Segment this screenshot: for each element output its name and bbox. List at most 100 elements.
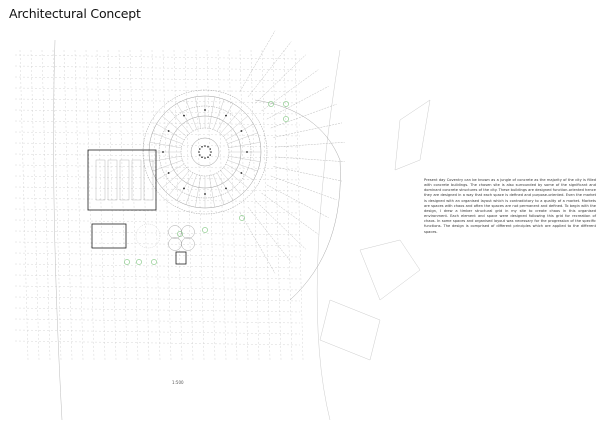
fan-stall-line [255, 200, 306, 250]
grid-line [250, 49, 260, 361]
column [162, 151, 164, 153]
column [210, 151, 212, 153]
grid-line [107, 49, 117, 361]
column [209, 154, 211, 156]
grid-line [129, 49, 139, 361]
concept-description: Present day Coventry can be known as a j… [424, 178, 596, 234]
stall-divider [213, 174, 225, 205]
grid-line [74, 49, 84, 361]
stall-divider [168, 108, 190, 134]
market-ring [180, 127, 230, 177]
grid-line [118, 49, 128, 361]
tree-icon [151, 259, 157, 265]
stall-divider [228, 142, 261, 149]
grid-line [19, 49, 29, 361]
grid-line [173, 49, 183, 361]
stall-divider [225, 163, 254, 181]
grid-line [63, 49, 73, 361]
sheet-title: Architectural Concept [9, 6, 141, 21]
fan-stall-line [273, 166, 342, 182]
grid-line [14, 329, 301, 335]
interior-room [143, 159, 154, 201]
stall-divider [185, 99, 197, 130]
column [199, 154, 201, 156]
grid-line [14, 120, 301, 126]
column [225, 114, 227, 117]
column [183, 114, 185, 117]
tree-icon [124, 259, 130, 265]
grid-line [14, 131, 301, 137]
grid-line [14, 142, 301, 148]
interior-room [131, 159, 142, 201]
plaza-circle [135, 223, 161, 249]
stall-divider [156, 123, 185, 141]
grid-line [14, 208, 301, 214]
fan-stall-line [270, 103, 337, 129]
grid-line [14, 241, 301, 247]
grid-line [14, 340, 301, 346]
column [246, 151, 248, 153]
stall-divider [227, 132, 258, 144]
grid-line [14, 186, 301, 192]
tree-icon [202, 227, 208, 233]
column [183, 187, 185, 190]
column [204, 145, 206, 147]
stall-divider [176, 103, 194, 132]
round-pavilion [181, 237, 195, 251]
grid-line [217, 49, 227, 361]
grid-line [294, 49, 304, 361]
stall-divider [213, 99, 225, 130]
column [209, 148, 211, 150]
grid-line [283, 49, 293, 361]
column [204, 157, 206, 159]
column [199, 148, 201, 150]
fan-stall-line [239, 212, 276, 274]
tree-icon [239, 215, 245, 221]
fan-stall-line [274, 156, 345, 162]
grid-line [14, 98, 301, 104]
building [91, 223, 127, 249]
tree-icon [283, 101, 289, 107]
interior-room [107, 159, 118, 201]
grid-line [14, 285, 301, 291]
column [207, 156, 209, 158]
grid-line [85, 49, 95, 361]
stall-divider [152, 160, 183, 172]
stall-divider [161, 167, 187, 189]
fan-stall-line [255, 54, 306, 104]
grid-line [14, 109, 301, 115]
grid-line [14, 76, 301, 82]
stall-divider [216, 172, 234, 201]
grid-line [239, 49, 249, 361]
grid-line [14, 318, 301, 324]
column [240, 172, 243, 174]
fan-stall-line [247, 207, 292, 263]
column [201, 156, 203, 158]
grid-line [14, 153, 301, 159]
grid-line [162, 49, 172, 361]
stall-divider [161, 115, 187, 137]
column [240, 130, 243, 132]
building [175, 251, 187, 265]
column [225, 187, 227, 190]
grid-line [14, 274, 301, 280]
fan-stall-line [261, 69, 319, 112]
stall-divider [228, 155, 261, 162]
column [204, 193, 206, 195]
fan-stall-line [239, 30, 276, 92]
stall-divider [149, 155, 182, 162]
stall-divider [220, 170, 242, 196]
stall-divider [149, 142, 182, 149]
column [167, 130, 170, 132]
grid-line [96, 49, 106, 361]
fan-edge [254, 99, 341, 301]
fan-stall-line [266, 86, 329, 120]
column [207, 146, 209, 148]
stall-divider [176, 172, 194, 201]
grid-line [14, 252, 301, 258]
stall-divider [195, 96, 202, 129]
stall-divider [220, 108, 242, 134]
grid-line [14, 307, 301, 313]
stall-divider [216, 103, 234, 132]
